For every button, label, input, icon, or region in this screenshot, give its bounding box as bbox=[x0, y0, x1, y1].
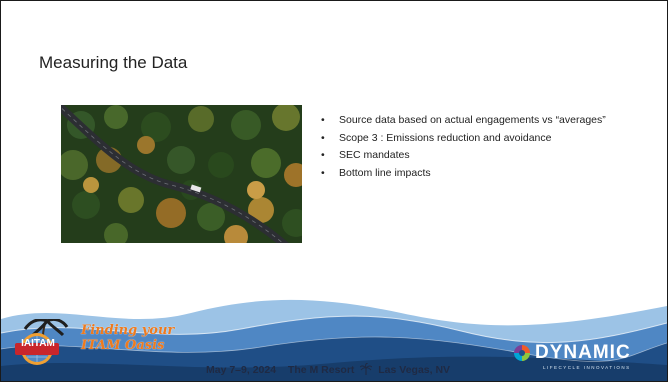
bullet-text: Bottom line impacts bbox=[339, 166, 431, 179]
slide-title: Measuring the Data bbox=[39, 53, 188, 72]
dynamic-logo-icon bbox=[514, 345, 530, 361]
bullet-item: • SEC mandates bbox=[319, 149, 639, 162]
event-info: May 7–9, 2024 The M Resort Las Vegas, NV bbox=[206, 363, 450, 376]
bullet-text: Scope 3 : Emissions reduction and avoida… bbox=[339, 131, 552, 144]
dynamic-brand-name: DYNAMIC bbox=[535, 342, 631, 363]
event-tagline: Finding your ITAM Oasis bbox=[81, 323, 174, 353]
bullet-item: • Source data based on actual engagements… bbox=[319, 114, 639, 127]
forest-road-image bbox=[61, 105, 302, 243]
bullet-item: • Scope 3 : Emissions reduction and avoid… bbox=[319, 131, 639, 145]
bullet-text: SEC mandates bbox=[339, 149, 410, 161]
wave-background bbox=[1, 299, 667, 381]
bullet-list: • Source data based on actual engagements… bbox=[319, 114, 639, 185]
tagline-line-1: Finding your bbox=[81, 323, 175, 338]
event-dates: May 7–9, 2024 bbox=[206, 364, 277, 376]
dynamic-brand-tagline: LIFECYCLE INNOVATIONS bbox=[543, 365, 631, 370]
bullet-marker: • bbox=[321, 149, 325, 161]
forest-road-photo bbox=[61, 105, 302, 243]
footer-banner bbox=[1, 271, 667, 381]
bullet-marker: • bbox=[321, 114, 325, 126]
event-city: Las Vegas, NV bbox=[378, 364, 451, 376]
iaitam-logo-icon bbox=[15, 319, 69, 365]
bullet-item: • Bottom line impacts bbox=[319, 166, 639, 180]
bullet-marker: • bbox=[321, 131, 325, 144]
bullet-marker: • bbox=[321, 166, 325, 179]
iaitam-badge-text: IAITAM bbox=[21, 338, 55, 349]
tagline-line-2: ITAM Oasis bbox=[81, 338, 165, 353]
palm-tree-icon bbox=[360, 363, 373, 375]
event-venue: The M Resort bbox=[287, 364, 355, 376]
bullet-text: Source data based on actual engagements … bbox=[339, 114, 606, 126]
